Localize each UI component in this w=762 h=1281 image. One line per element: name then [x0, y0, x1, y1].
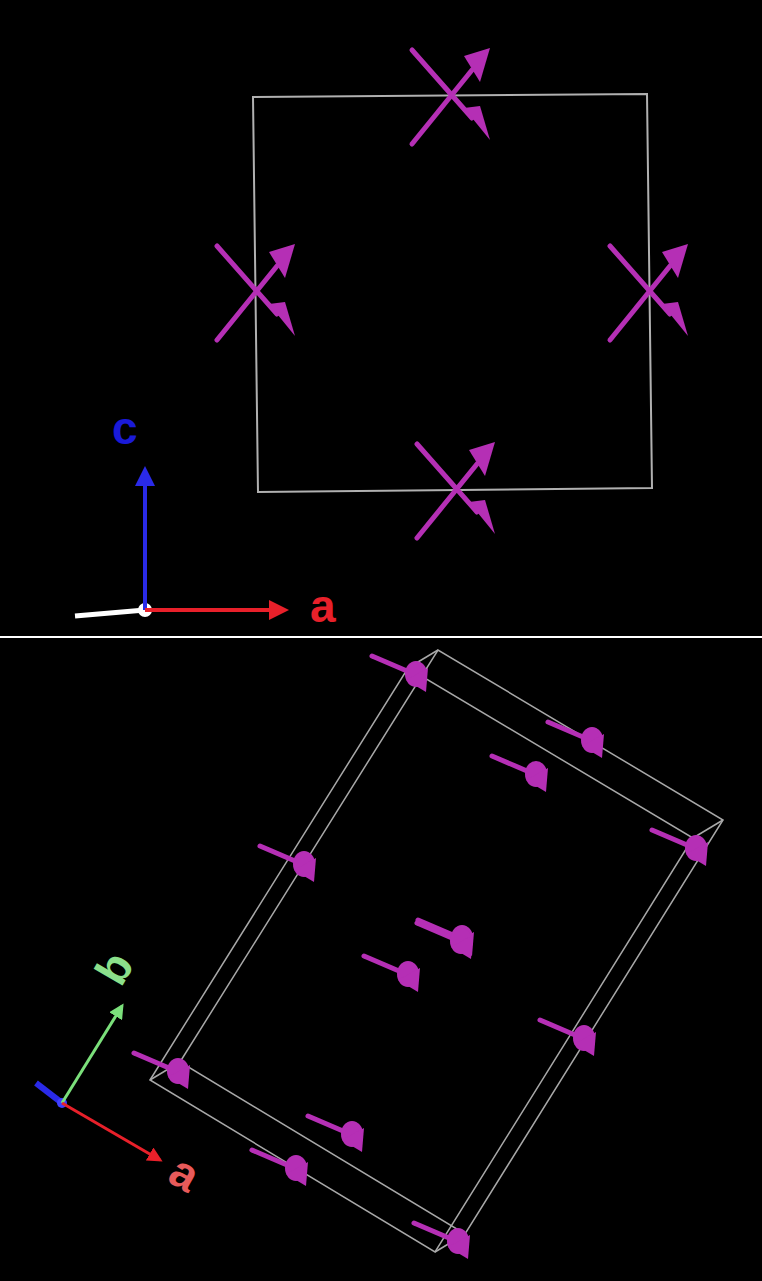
top-panel: [75, 48, 688, 617]
spin-arrow: [652, 830, 708, 866]
spin-arrow: [364, 956, 420, 992]
bottom-panel: [36, 650, 723, 1259]
panel-divider: [0, 636, 762, 638]
spin-pair: [217, 244, 295, 340]
spin-arrow: [252, 1150, 308, 1186]
spin-arrow: [308, 1116, 364, 1152]
unit-cell-face: [180, 650, 723, 1234]
spin-arrow: [492, 756, 548, 792]
axis-label: b: [87, 944, 141, 991]
spin-arrow: [414, 1223, 470, 1259]
spin-pair: [417, 442, 495, 538]
axis-label: a: [162, 1147, 207, 1200]
spin-pair: [610, 244, 688, 340]
unit-cell: [253, 94, 652, 492]
spin-arrow: [540, 1020, 596, 1056]
spin-arrow: [417, 923, 473, 959]
axis-label: a: [310, 583, 336, 629]
spin-arrow: [260, 846, 316, 882]
unit-cell-face: [150, 668, 693, 1252]
spin-arrow: [134, 1053, 190, 1089]
spin-arrow: [548, 722, 604, 758]
spin-arrow: [372, 656, 428, 692]
axis-label: c: [112, 405, 138, 451]
spin-pair: [412, 48, 490, 144]
